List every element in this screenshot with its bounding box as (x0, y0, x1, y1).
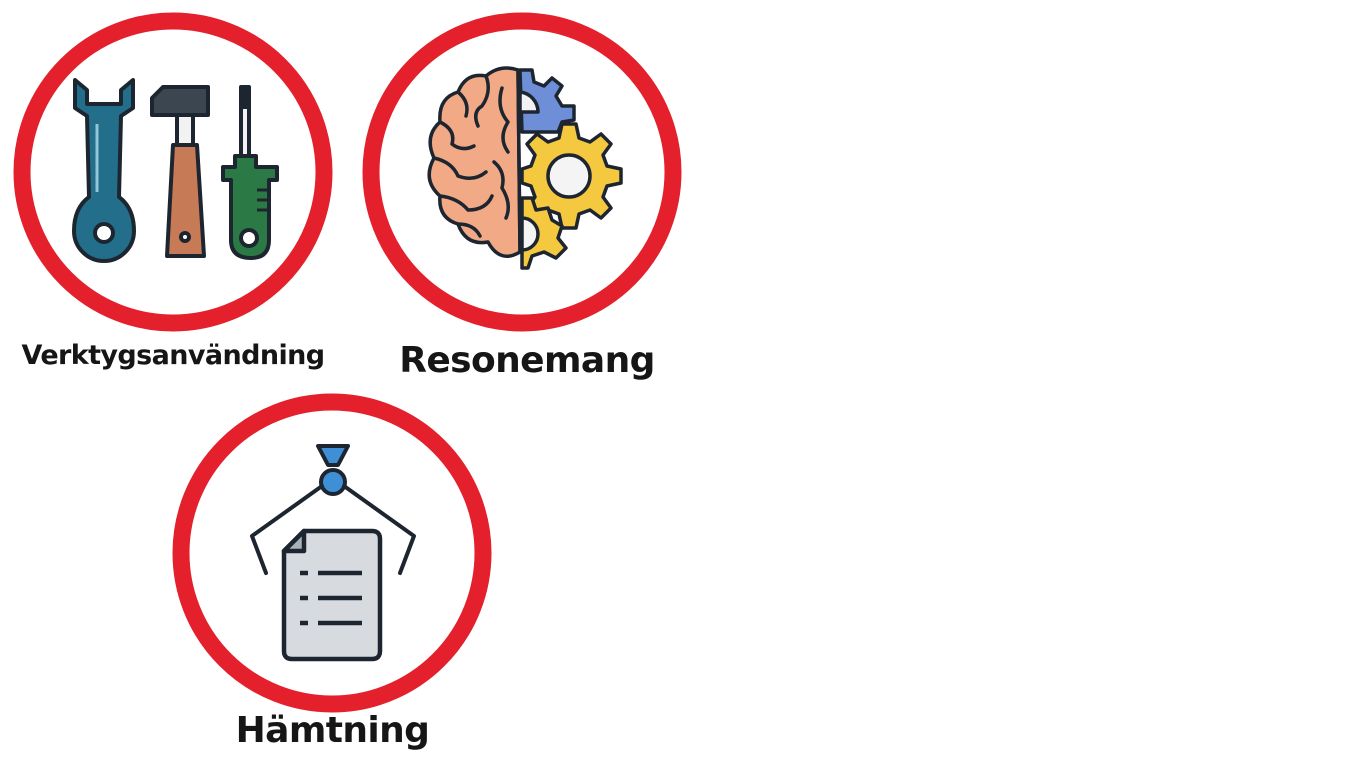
screwdriver-icon (221, 85, 279, 260)
tools-label: Verktygsanvändning (21, 340, 326, 371)
brain-gears-icon (362, 12, 682, 332)
retrieval-badge (172, 393, 492, 713)
tools-icon (13, 12, 333, 332)
reasoning-label: Resonemang (399, 340, 655, 381)
small-gear-icon (520, 196, 568, 270)
blue-gear-icon (518, 68, 576, 134)
tools-badge (13, 12, 333, 332)
wrench-icon (72, 78, 136, 263)
claw-icon (250, 444, 416, 575)
yellow-gear-icon (520, 122, 623, 230)
reasoning-badge (362, 12, 682, 332)
hammer-icon (150, 85, 210, 258)
retrieval-label: Hämtning (235, 710, 430, 751)
claw-document-icon (172, 393, 492, 713)
document-icon (281, 528, 383, 662)
